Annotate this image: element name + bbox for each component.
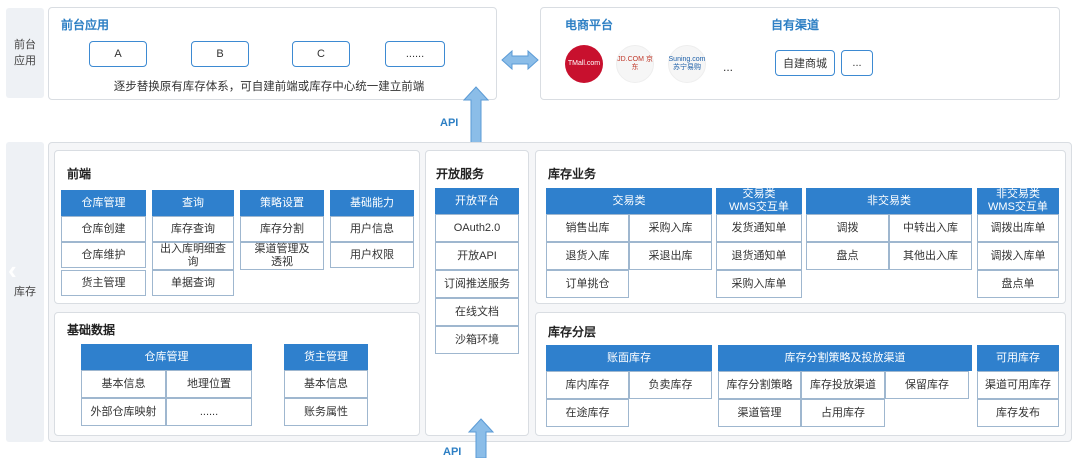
api-label-bottom: API xyxy=(443,446,462,458)
fe-cell[interactable]: 库存查询 xyxy=(152,216,234,242)
sb-cell[interactable]: 其他出入库 xyxy=(889,242,972,270)
sb-header-trade[interactable]: 交易类 xyxy=(546,188,712,214)
fe-cell[interactable]: 出入库明细查询 xyxy=(152,242,234,270)
bd-cell[interactable]: 账务属性 xyxy=(284,398,368,426)
fe-cell[interactable]: 用户信息 xyxy=(330,216,414,242)
chevron-left-icon[interactable]: ‹ xyxy=(8,255,17,285)
tmall-logo: TMall.com xyxy=(565,45,603,83)
open-platform-header[interactable]: 开放平台 xyxy=(435,188,519,214)
bd-cell[interactable]: 外部仓库映射 xyxy=(81,398,166,426)
sl-header-split[interactable]: 库存分割策略及投放渠道 xyxy=(718,345,972,371)
sb-cell[interactable]: 订单挑仓 xyxy=(546,270,629,298)
bd-cell[interactable]: 基本信息 xyxy=(81,370,166,398)
sb-header-trade-wms[interactable]: 交易类 WMS交互单 xyxy=(716,188,802,214)
ecommerce-more: ... xyxy=(723,60,734,74)
front-apps-note: 逐步替换原有库存体系，可自建前端或库存中心统一建立前端 xyxy=(113,81,425,93)
sb-cell[interactable]: 中转出入库 xyxy=(889,214,972,242)
jd-logo-text: JD.COM 京东 xyxy=(617,56,653,71)
sl-header-available[interactable]: 可用库存 xyxy=(977,345,1059,371)
app-more[interactable]: ...... xyxy=(385,41,445,67)
fe-cell[interactable]: 货主管理 xyxy=(61,270,146,296)
sl-cell[interactable]: 保留库存 xyxy=(885,371,969,399)
sb-cell[interactable]: 退货通知单 xyxy=(716,242,802,270)
sb-cell[interactable]: 销售出库 xyxy=(546,214,629,242)
sl-cell[interactable]: 库内库存 xyxy=(546,371,629,399)
own-mall-button[interactable]: 自建商城 xyxy=(775,50,835,76)
open-cell[interactable]: 在线文档 xyxy=(435,298,519,326)
fe-cell[interactable]: 渠道管理及透视 xyxy=(240,242,324,270)
front-apps-title: 前台应用 xyxy=(61,18,110,32)
sb-cell[interactable]: 退货入库 xyxy=(546,242,629,270)
sl-header-book[interactable]: 账面库存 xyxy=(546,345,712,371)
app-a[interactable]: A xyxy=(89,41,147,67)
open-cell[interactable]: 开放API xyxy=(435,242,519,270)
left-label-stock-text: 库存 xyxy=(14,286,36,298)
own-channel-title: 自有渠道 xyxy=(771,18,820,32)
own-more-button[interactable]: ... xyxy=(841,50,873,76)
sb-cell[interactable]: 采购入库 xyxy=(629,214,712,242)
sb-header-nontrade-wms[interactable]: 非交易类 WMS交互单 xyxy=(977,188,1059,214)
sb-cell[interactable]: 盘点 xyxy=(806,242,889,270)
double-arrow-icon xyxy=(501,49,539,71)
app-c[interactable]: C xyxy=(292,41,350,67)
front-apps-panel: 前台应用 A B C ...... 逐步替换原有库存体系，可自建前端或库存中心统… xyxy=(48,7,497,100)
api-arrow-bottom-icon xyxy=(467,418,495,458)
ecommerce-title: 电商平台 xyxy=(565,18,614,32)
open-service-title: 开放服务 xyxy=(436,167,485,181)
sl-cell[interactable]: 占用库存 xyxy=(801,399,885,427)
sb-cell[interactable]: 采退出库 xyxy=(629,242,712,270)
open-cell[interactable]: OAuth2.0 xyxy=(435,214,519,242)
sl-cell[interactable]: 渠道管理 xyxy=(718,399,801,427)
sb-cell[interactable]: 采购入库单 xyxy=(716,270,802,298)
sb-cell[interactable]: 盘点单 xyxy=(977,270,1059,298)
open-cell[interactable]: 订阅推送服务 xyxy=(435,270,519,298)
fe-header-strategy[interactable]: 策略设置 xyxy=(240,190,324,216)
open-cell[interactable]: 沙箱环境 xyxy=(435,326,519,354)
sl-cell[interactable]: 库存发布 xyxy=(977,399,1059,427)
sb-cell[interactable]: 调拨入库单 xyxy=(977,242,1059,270)
fe-header-basic[interactable]: 基础能力 xyxy=(330,190,414,216)
frontend-title: 前端 xyxy=(67,167,92,181)
bd-cell[interactable]: 地理位置 xyxy=(166,370,252,398)
left-label-front-text: 前台 应用 xyxy=(14,39,36,67)
tmall-logo-text: TMall.com xyxy=(567,60,601,67)
left-label-stock: 库存 xyxy=(6,142,44,442)
fe-header-query[interactable]: 查询 xyxy=(152,190,234,216)
stock-business-title: 库存业务 xyxy=(548,167,597,181)
fe-cell[interactable]: 单据查询 xyxy=(152,270,234,296)
sb-header-nontrade[interactable]: 非交易类 xyxy=(806,188,972,214)
sl-cell[interactable]: 库存分割策略 xyxy=(718,371,801,399)
sb-cell[interactable]: 调拨 xyxy=(806,214,889,242)
left-label-front: 前台 应用 xyxy=(6,8,44,98)
bd-header-warehouse[interactable]: 仓库管理 xyxy=(81,344,252,370)
bd-cell[interactable]: 基本信息 xyxy=(284,370,368,398)
suning-logo-text: Suning.com 苏宁易购 xyxy=(668,56,706,71)
base-data-title: 基础数据 xyxy=(67,323,116,337)
app-b[interactable]: B xyxy=(191,41,249,67)
fe-cell[interactable]: 用户权限 xyxy=(330,242,414,268)
fe-cell[interactable]: 库存分割 xyxy=(240,216,324,242)
fe-header-warehouse[interactable]: 仓库管理 xyxy=(61,190,146,216)
sb-cell[interactable]: 调拨出库单 xyxy=(977,214,1059,242)
channels-panel: 电商平台 自有渠道 TMall.com JD.COM 京东 Suning.com… xyxy=(540,7,1060,100)
fe-cell[interactable]: 仓库创建 xyxy=(61,216,146,242)
stock-layer-title: 库存分层 xyxy=(548,325,597,339)
api-label-top: API xyxy=(440,117,459,129)
fe-cell[interactable]: 仓库维护 xyxy=(61,242,146,268)
sl-cell[interactable]: 库存投放渠道 xyxy=(801,371,885,399)
bd-cell[interactable]: ...... xyxy=(166,398,252,426)
jd-logo: JD.COM 京东 xyxy=(616,45,654,83)
sl-cell[interactable]: 渠道可用库存 xyxy=(977,371,1059,399)
sb-cell[interactable]: 发货通知单 xyxy=(716,214,802,242)
sl-cell[interactable]: 负卖库存 xyxy=(629,371,712,399)
suning-logo: Suning.com 苏宁易购 xyxy=(668,45,706,83)
sl-cell[interactable]: 在途库存 xyxy=(546,399,629,427)
bd-header-owner[interactable]: 货主管理 xyxy=(284,344,368,370)
